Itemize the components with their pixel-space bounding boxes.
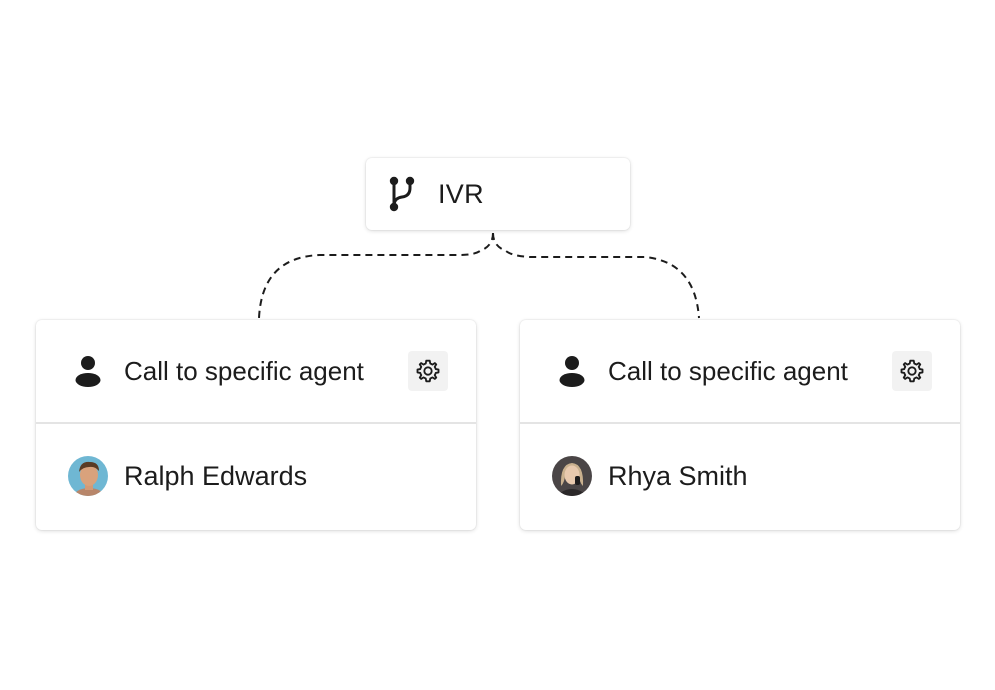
card-body: Ralph Edwards	[36, 424, 476, 528]
connector-left	[258, 232, 494, 319]
person-icon	[556, 354, 588, 388]
avatar	[552, 456, 592, 496]
card-body: Rhya Smith	[520, 424, 960, 528]
gear-icon	[900, 359, 924, 383]
settings-button[interactable]	[892, 351, 932, 391]
connector-right	[492, 232, 700, 319]
avatar	[68, 456, 108, 496]
ivr-node[interactable]: IVR	[366, 158, 630, 230]
git-branch-icon	[388, 176, 416, 212]
card-header: Call to specific agent	[36, 320, 476, 424]
agent-card-ralph[interactable]: Call to specific agent Ralph Edwards	[36, 320, 476, 530]
ivr-label: IVR	[438, 178, 484, 209]
gear-icon	[416, 359, 440, 383]
agent-card-rhya[interactable]: Call to specific agent Rhya Smith	[520, 320, 960, 530]
agent-name: Rhya Smith	[608, 460, 748, 491]
card-header: Call to specific agent	[520, 320, 960, 424]
agent-name: Ralph Edwards	[124, 460, 308, 491]
person-icon	[72, 354, 104, 388]
card-title: Call to specific agent	[124, 355, 364, 386]
settings-button[interactable]	[408, 351, 448, 391]
card-title: Call to specific agent	[608, 355, 848, 386]
